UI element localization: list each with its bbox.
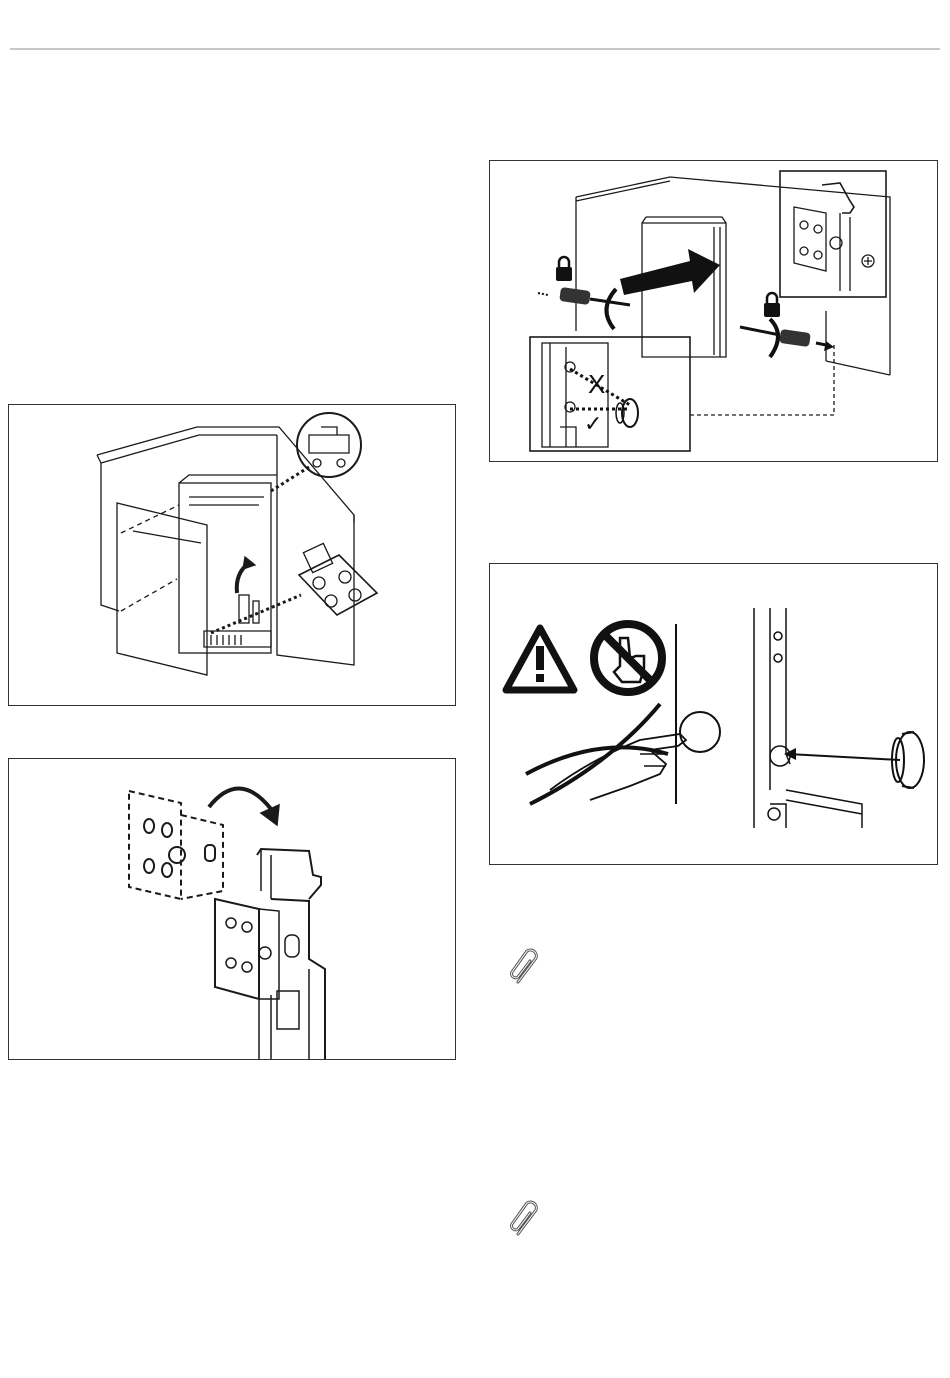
header-rule: [10, 48, 940, 50]
warning-triangle-icon: [506, 628, 574, 690]
warning-cap-illustration: [490, 564, 938, 865]
figure-door-mounting: [8, 404, 456, 706]
lock-icon-right: [764, 293, 780, 317]
hinge-attach-illustration: [9, 759, 456, 1060]
figure-hinge-attach: [8, 758, 456, 1060]
paperclip-icon: [508, 948, 544, 988]
lock-icon-left: [556, 257, 572, 281]
wrong-mark: X: [588, 369, 605, 399]
no-touch-icon: [594, 624, 662, 692]
right-mark: ✓: [584, 412, 602, 437]
cover-cap-icon: [892, 732, 924, 788]
paperclip-icon: [508, 1200, 544, 1240]
figure-warning-cap: [489, 563, 938, 865]
screw-fix-illustration: X ✓: [490, 161, 938, 462]
door-mounting-illustration: [9, 405, 456, 706]
figure-screw-fix: X ✓: [489, 160, 938, 462]
